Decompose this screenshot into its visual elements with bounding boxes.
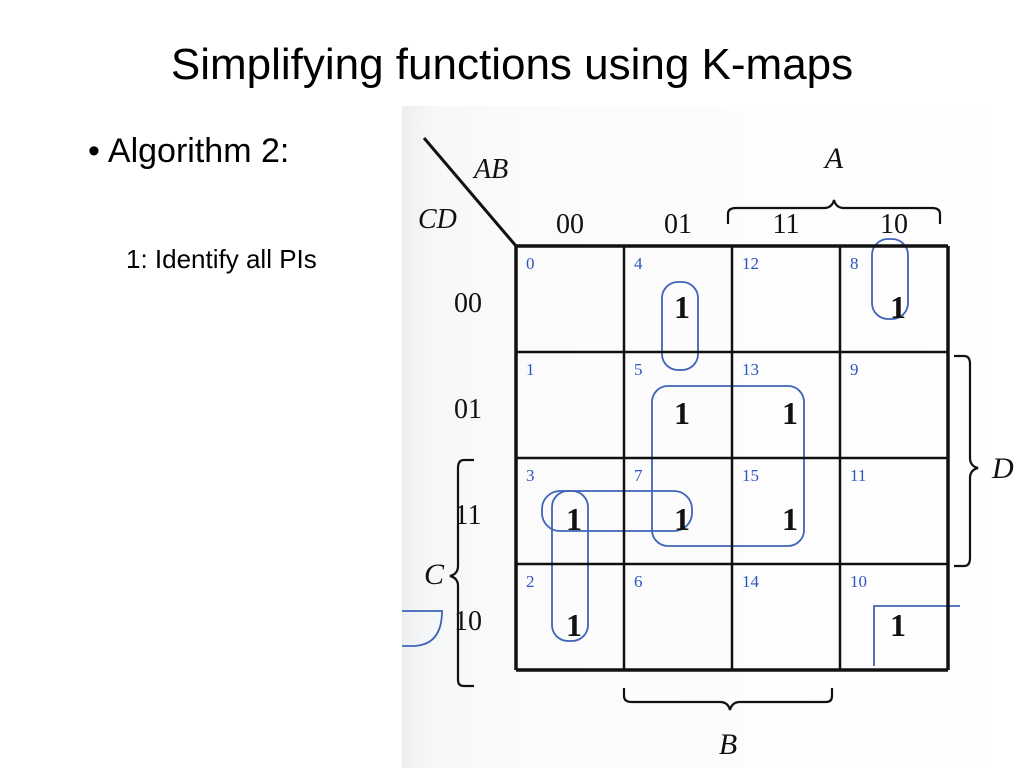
step-text: 1: Identify all PIs — [126, 244, 317, 274]
kmap-cell-index: 0 — [526, 254, 535, 273]
kmap-cell-value: 1 — [674, 395, 690, 431]
kmap-cell-value: 1 — [674, 501, 690, 537]
kmap-cell-value: 1 — [566, 607, 582, 643]
kmap-cell-value: 1 — [674, 289, 690, 325]
kmap-cell-index: 7 — [634, 466, 643, 485]
prime-implicant-outline — [402, 610, 443, 647]
kmap-cell-value: 1 — [782, 501, 798, 537]
prime-implicant-outline — [871, 238, 909, 320]
kmap-cell-value: 1 — [890, 607, 906, 643]
brace-D — [954, 354, 979, 568]
bullet-text: Algorithm 2: — [107, 132, 290, 170]
kmap-cell-index: 2 — [526, 572, 535, 591]
kmap-cell-index: 14 — [742, 572, 760, 591]
kmap-cell-value: 1 — [890, 289, 906, 325]
kmap-cell-index: 13 — [742, 360, 759, 379]
group-label-C: C — [424, 558, 445, 591]
kmap-cell-index: 5 — [634, 360, 643, 379]
group-label-D: D — [991, 452, 1014, 485]
prime-implicant-outline — [661, 281, 699, 371]
prime-implicant-outline — [541, 490, 693, 532]
bullet-item: •Algorithm 2: — [88, 132, 289, 171]
kmap-cell-value: 1 — [566, 501, 582, 537]
kmap-cell-index: 3 — [526, 466, 535, 485]
kmap-cell-index: 11 — [850, 466, 866, 485]
kmap-col-label: 01 — [664, 209, 692, 240]
kmap-cell-index: 4 — [634, 254, 643, 273]
kmap-cell-index: 15 — [742, 466, 759, 485]
prime-implicant-outline — [551, 490, 589, 642]
kmap-cell-index: 12 — [742, 254, 759, 273]
group-label-A: A — [823, 142, 844, 175]
kmap-col-label: 11 — [773, 209, 800, 240]
brace-C — [449, 458, 474, 688]
slide-title: Simplifying functions using K-maps — [170, 40, 854, 89]
group-label-B: B — [719, 728, 737, 761]
kmap-cell-value: 1 — [782, 395, 798, 431]
kmap-cell-index: 1 — [526, 360, 535, 379]
kmap-cell-index: 6 — [634, 572, 643, 591]
kmap-col-var: AB — [472, 154, 508, 185]
kmap-cell-index: 9 — [850, 360, 859, 379]
prime-implicant-outline — [873, 605, 960, 666]
kmap-col-label: 10 — [880, 209, 908, 240]
kmap-row-label: 01 — [454, 394, 482, 425]
prime-implicant-outline — [651, 385, 805, 547]
brace-A — [726, 199, 942, 224]
kmap-cell-index: 10 — [850, 572, 867, 591]
kmap-cell-index: 8 — [850, 254, 859, 273]
kmap-diagonal-line — [422, 137, 518, 247]
kmap-row-label: 00 — [454, 288, 482, 319]
bullet-dot: • — [88, 132, 100, 170]
brace-B — [622, 688, 834, 711]
kmap-row-var: CD — [418, 204, 457, 235]
kmap-col-label: 00 — [556, 209, 584, 240]
